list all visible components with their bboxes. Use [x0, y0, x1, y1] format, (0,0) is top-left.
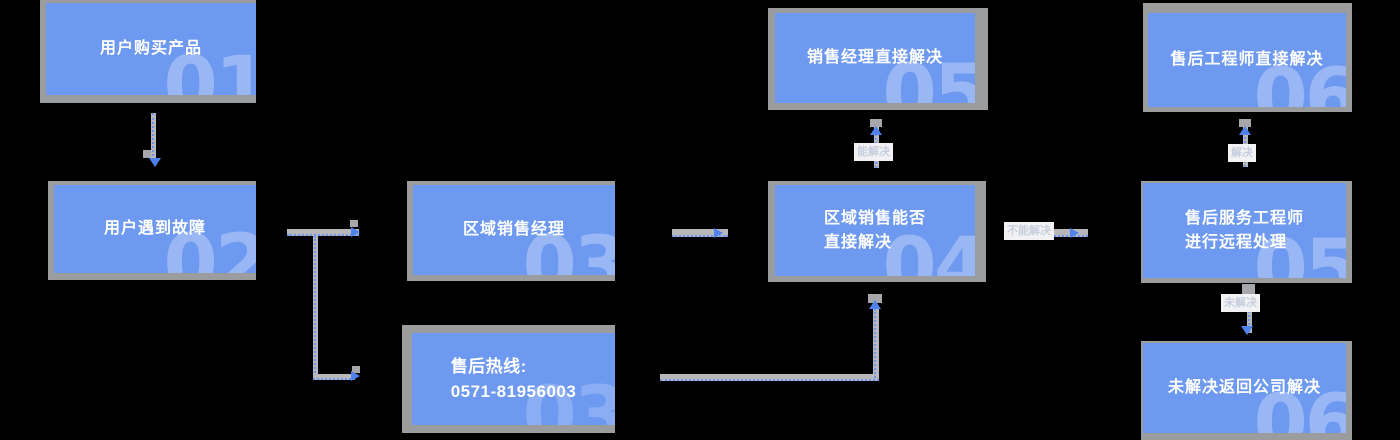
step-number-watermark: 05: [882, 49, 975, 103]
box-face: 用户遇到故障 02: [54, 185, 256, 273]
flow-box-can-regional-sales-solve: 区域销售能否 直接解决 04: [768, 181, 986, 282]
box-label: 售后服务工程师 进行远程处理: [1184, 209, 1304, 251]
connector-cap: [870, 119, 882, 127]
box-face: 用户购买产品 01: [46, 3, 256, 95]
arrowhead-right-icon: [1070, 228, 1079, 238]
step-number-watermark: 03: [522, 371, 615, 425]
connector-cap: [1242, 284, 1255, 294]
arrowhead-right-icon: [714, 228, 723, 238]
connector-sales-to-decision: [672, 229, 728, 237]
box-face: 售后热线: 0571-81956003 03: [412, 333, 615, 425]
box-face: 销售经理直接解决 05: [775, 13, 975, 103]
edge-label-solved: 解决: [1228, 144, 1256, 163]
edge-label-can-solve: 能解决: [854, 143, 893, 162]
edge-label-cannot-solve: 不能解决: [1004, 222, 1054, 241]
box-label: 未解决返回公司解决: [1167, 379, 1321, 396]
box-label: 销售经理直接解决: [806, 49, 943, 66]
box-label: 售后工程师直接解决: [1170, 51, 1324, 68]
box-face: 售后服务工程师 进行远程处理 05: [1143, 183, 1346, 278]
box-face: 区域销售经理 03: [413, 185, 615, 275]
arrowhead-down-icon: [149, 158, 161, 167]
arrowhead-up-icon: [1239, 126, 1251, 135]
connector-hotline-horizontal: [660, 374, 879, 381]
connector-cap: [143, 150, 151, 158]
flow-box-user-fault: 用户遇到故障 02: [48, 181, 256, 280]
step-number-watermark: 01: [163, 41, 256, 95]
arrowhead-right-icon: [351, 371, 360, 381]
flow-box-user-purchase: 用户购买产品 01: [40, 0, 256, 103]
edge-label-unsolved: 未解决: [1221, 294, 1260, 313]
connector-cap: [1239, 119, 1251, 127]
box-face: 未解决返回公司解决 06: [1143, 343, 1346, 433]
step-number-watermark: 06: [1253, 379, 1346, 433]
step-number-watermark: 05: [1253, 224, 1346, 278]
connector-fault-to-sales: [287, 229, 359, 236]
flow-box-regional-sales-manager: 区域销售经理 03: [407, 181, 615, 281]
box-face: 售后工程师直接解决 06: [1148, 13, 1346, 107]
box-label: 区域销售能否 直接解决: [823, 209, 926, 251]
connector-branch-down: [313, 236, 318, 376]
flow-box-remote-handling: 售后服务工程师 进行远程处理 05: [1141, 181, 1352, 283]
flow-box-aftersales-hotline: 售后热线: 0571-81956003 03: [402, 325, 615, 433]
box-label: 区域销售经理: [462, 221, 565, 238]
box-label: 用户购买产品: [99, 40, 202, 57]
flow-box-return-to-company: 未解决返回公司解决 06: [1141, 341, 1352, 440]
connector-cap: [352, 366, 360, 373]
box-label: 用户遇到故障: [103, 220, 206, 237]
arrowhead-right-icon: [351, 227, 360, 237]
connector-purchase-to-fault: [151, 113, 156, 160]
box-label: 售后热线: 0571-81956003: [450, 356, 577, 402]
arrowhead-up-icon: [869, 300, 881, 309]
connector-cap: [868, 294, 882, 303]
connector-cap: [350, 220, 358, 227]
arrowhead-up-icon: [870, 126, 882, 135]
connector-hotline-vertical: [873, 309, 879, 378]
connector-branch-to-hotline: [313, 374, 355, 380]
step-number-watermark: 06: [1253, 53, 1346, 107]
flow-box-sales-manager-solves: 销售经理直接解决 05: [768, 8, 988, 110]
step-number-watermark: 03: [522, 221, 615, 275]
step-number-watermark: 04: [882, 222, 975, 276]
step-number-watermark: 02: [163, 219, 256, 273]
box-face: 区域销售能否 直接解决 04: [775, 185, 975, 276]
arrowhead-down-icon: [1241, 326, 1253, 335]
flow-box-aftersales-engineer-solves: 售后工程师直接解决 06: [1143, 3, 1352, 112]
